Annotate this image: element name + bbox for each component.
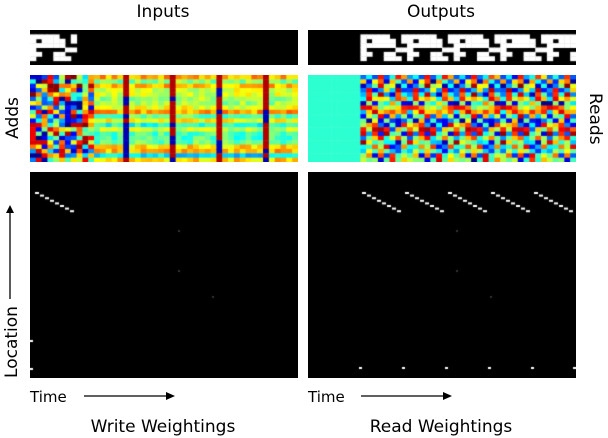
reads-label: Reads [585, 93, 605, 145]
read-weightings-caption: Read Weightings [369, 417, 513, 437]
write-weightings-caption: Write Weightings [90, 417, 236, 437]
inputs-title: Inputs [136, 2, 190, 22]
adds-heatmap [30, 75, 298, 162]
time-arrow-left-icon [84, 392, 175, 400]
location-arrow-icon [6, 205, 14, 299]
outputs-title: Outputs [407, 2, 475, 22]
adds-label: Adds [3, 97, 23, 139]
reads-heatmap [308, 75, 576, 162]
time-arrow-right-icon [361, 392, 452, 400]
location-label: Location [2, 306, 22, 378]
write-weightings-heatmap [30, 172, 298, 378]
read-weightings-heatmap [308, 172, 576, 378]
time-label-right: Time [308, 388, 345, 406]
outputs-heatmap [308, 30, 576, 65]
inputs-heatmap [30, 30, 298, 65]
time-label-left: Time [30, 388, 67, 406]
